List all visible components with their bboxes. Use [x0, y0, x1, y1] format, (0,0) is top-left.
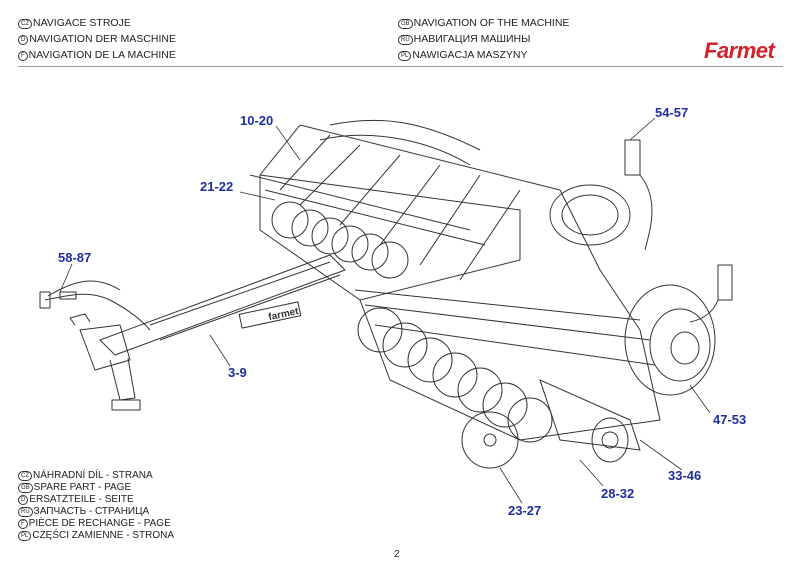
lang-code: D [18, 495, 29, 505]
callout-58-87[interactable]: 58-87 [58, 250, 92, 265]
legend-text: ERSATZTEILE - SEITE [29, 494, 134, 505]
header-divider [18, 66, 783, 67]
legend-text: SPARE PART - PAGE [33, 482, 132, 493]
lang-code: RU [18, 507, 33, 517]
callout-10-20[interactable]: 10-20 [240, 113, 274, 128]
header-text: НАВИГАЦИЯ МАШИНЫ [413, 33, 531, 45]
legend-text: NÁHRADNÍ DÍL - STRANA [33, 470, 153, 481]
legend-text: ЗАПЧАСТЬ - СТРАНИЦА [33, 506, 150, 517]
callout-3-9[interactable]: 3-9 [228, 365, 247, 380]
page-number: 2 [394, 549, 400, 560]
transport-wheel-rear [549, 184, 631, 246]
header-text: NAVIGATION DER MASCHINE [29, 33, 176, 45]
lang-code: F [18, 51, 28, 61]
lang-code: GB [18, 483, 33, 493]
callout-21-22[interactable]: 21-22 [200, 179, 234, 194]
callout-47-53[interactable]: 47-53 [713, 412, 747, 427]
callout-54-57[interactable]: 54-57 [655, 105, 689, 120]
transport-wheel-front [624, 284, 716, 396]
lang-code: GB [398, 19, 413, 29]
front-disc [461, 411, 519, 469]
lang-code: CZ [18, 19, 32, 29]
header-text: NAWIGACJA MASZYNY [412, 49, 528, 61]
callout-28-32[interactable]: 28-32 [601, 486, 635, 501]
drawbar-label-plate [238, 301, 302, 329]
callout-33-46[interactable]: 33-46 [668, 468, 702, 483]
header-text: NAVIGATION OF THE MACHINE [413, 17, 570, 29]
callout-23-27[interactable]: 23-27 [508, 503, 542, 518]
lang-code: PL [18, 531, 32, 541]
header-text: NAVIGATION DE LA MACHINE [28, 49, 176, 61]
lang-code: PL [398, 51, 412, 61]
legend-text: PIÈCE DE RECHANGE - PAGE [28, 518, 171, 529]
legend-text: CZĘŚCI ZAMIENNE - STRONA [32, 530, 175, 541]
farmet-logo: Farmet [704, 38, 775, 63]
lang-code: RU [398, 35, 413, 45]
header-text: NAVIGACE STROJE [33, 17, 131, 29]
lang-code: D [18, 35, 29, 45]
lang-code: CZ [18, 471, 32, 481]
drawbar [99, 254, 346, 356]
lang-code: F [18, 519, 28, 529]
